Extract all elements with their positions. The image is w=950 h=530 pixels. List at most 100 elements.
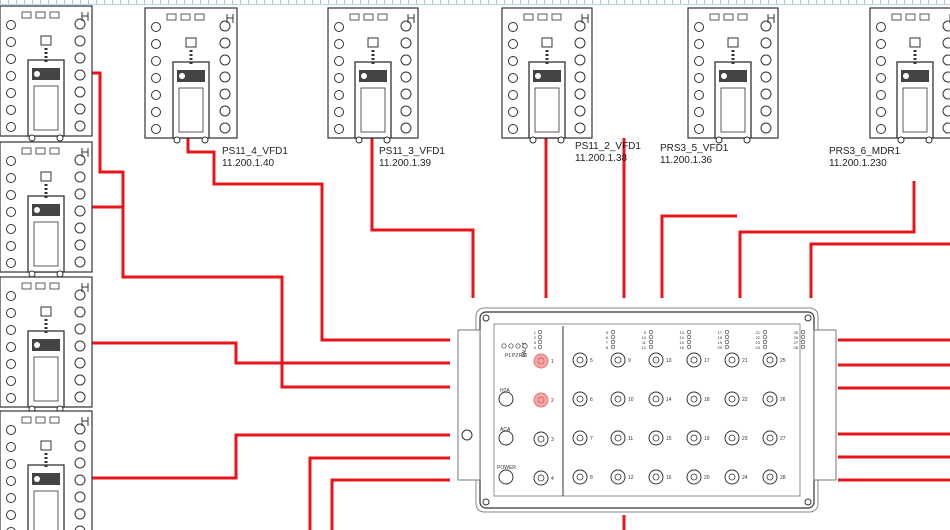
port-led-label: 4 (534, 345, 537, 350)
device-ip: 11.200.1.39 (379, 158, 432, 169)
io-module-ps11-2 (501, 7, 593, 144)
switch-port (762, 430, 778, 446)
io-module-left-1 (0, 5, 93, 142)
module-terminal (49, 416, 60, 424)
io-port-left (6, 156, 16, 166)
switch-port-core (766, 473, 774, 481)
port-led-label: 6 (606, 335, 609, 340)
port-number: 18 (704, 397, 710, 403)
module-window (720, 87, 746, 133)
io-port-right (74, 423, 86, 435)
module-led (44, 453, 48, 455)
io-port-right (574, 122, 586, 134)
wire (308, 456, 450, 530)
io-port-left (6, 359, 16, 369)
io-port-left (6, 393, 16, 403)
port-number: 6 (590, 397, 593, 403)
port-led-label: 18 (718, 335, 723, 340)
port-number: 15 (666, 436, 672, 442)
switch-port-core (537, 396, 545, 404)
mount-hole (383, 136, 391, 144)
device-ip: 11.200.1.36 (660, 155, 713, 166)
switch-side-bracket (457, 329, 481, 481)
status-label: P2 (512, 353, 518, 359)
io-port-right (942, 37, 950, 49)
io-port-left (334, 22, 344, 32)
module-terminal (180, 13, 191, 21)
module-label-plate (177, 70, 205, 82)
aca-label: ACA (500, 427, 511, 433)
ground-icon (226, 14, 234, 23)
io-port-left (151, 90, 161, 100)
port-led (724, 344, 730, 350)
io-port-left (151, 39, 161, 49)
switch-port-core (690, 473, 698, 481)
port-led (610, 339, 616, 345)
port-led-label: 17 (718, 330, 723, 335)
io-port-right (400, 105, 412, 117)
io-port-left (6, 459, 16, 469)
io-port-right (74, 256, 86, 268)
module-led (545, 54, 549, 56)
io-port-right (574, 105, 586, 117)
device-ip: 11.200.1.40 (222, 158, 275, 169)
port-number: 22 (742, 397, 748, 403)
device-name: PRS3_6_MDR1 (829, 146, 901, 157)
io-port-left (6, 493, 16, 503)
io-port-left (694, 124, 704, 134)
module-label-plate (32, 339, 60, 351)
switch-port (533, 431, 549, 447)
io-port-right (574, 88, 586, 100)
io-port-left (876, 39, 886, 49)
status-led (508, 343, 514, 349)
io-module-prs3-5 (687, 7, 779, 144)
io-port-left (6, 291, 16, 301)
io-module-left-2 (0, 141, 93, 278)
io-port-left (334, 39, 344, 49)
module-led (44, 60, 48, 62)
switch-port (610, 352, 626, 368)
io-port-right (74, 491, 86, 503)
port-led-label: 7 (606, 340, 609, 345)
module-label-plate (32, 473, 60, 485)
mount-hole (557, 136, 565, 144)
io-port-left (151, 56, 161, 66)
wire (92, 341, 450, 365)
io-port-left (6, 20, 16, 30)
module-led (44, 323, 48, 325)
io-port-left (6, 241, 16, 251)
h2a-port (498, 391, 514, 407)
ground-icon (81, 12, 89, 21)
device-label-prs3-6: PRS3_6_MDR1 11.200.1.230 (829, 146, 900, 170)
port-number: 27 (780, 436, 786, 442)
io-port-right (400, 88, 412, 100)
module-led (44, 184, 48, 186)
switch-port-core (652, 434, 660, 442)
module-led (44, 196, 48, 198)
io-port-left (508, 22, 518, 32)
module-led (731, 54, 735, 56)
port-number: 1 (551, 359, 554, 365)
device-label-ps11-3: PS11_3_VFD1 11.200.1.39 (379, 146, 445, 170)
module-label-plate (32, 204, 60, 216)
port-number: 4 (551, 476, 554, 482)
port-led (762, 344, 768, 350)
switch-port (610, 430, 626, 446)
module-led (913, 54, 917, 56)
wire (92, 433, 450, 480)
switch-port (533, 470, 549, 486)
port-led (537, 344, 543, 350)
module-window (360, 87, 386, 133)
port-number: 25 (780, 358, 786, 364)
switch-port-core (728, 473, 736, 481)
port-led (537, 339, 543, 345)
switch-port (762, 469, 778, 485)
port-led (724, 334, 730, 340)
module-window (534, 87, 560, 133)
switch-port-core (576, 434, 584, 442)
io-port-left (6, 258, 16, 268)
mount-hole (529, 136, 537, 144)
module-layer (0, 5, 950, 530)
io-port-left (694, 22, 704, 32)
